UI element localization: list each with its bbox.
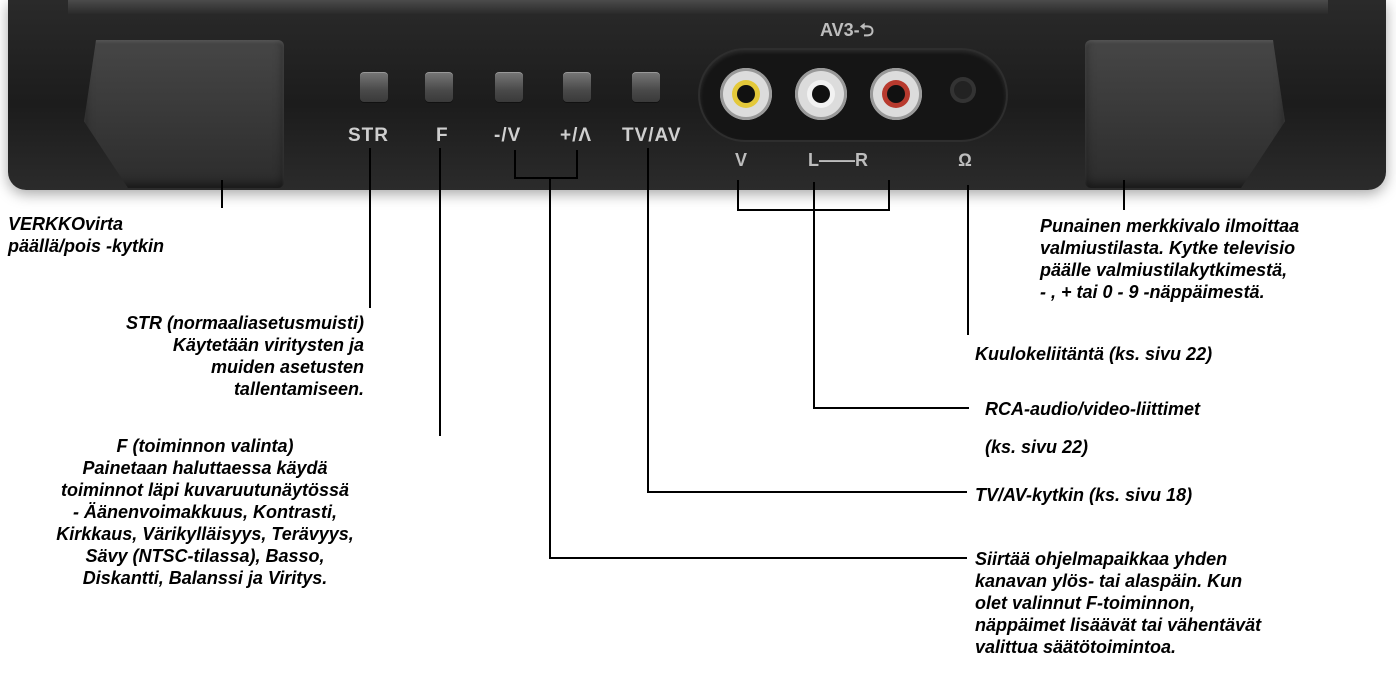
headphone-caption: Kuulokeliitäntä (ks. sivu 22) [975, 344, 1213, 364]
tvav-leader-horizontal [647, 491, 967, 493]
str-button[interactable] [360, 72, 388, 102]
f-caption: F (toiminnon valinta) Painetaan haluttae… [56, 436, 354, 588]
channel-bracket-right [576, 150, 578, 178]
tvav-button[interactable] [632, 72, 660, 102]
video-jack[interactable] [720, 68, 772, 120]
power-switch[interactable] [84, 40, 284, 188]
plus-label: +/Λ [560, 125, 593, 146]
channel-bracket-left [514, 150, 516, 178]
audio-left-jack[interactable] [795, 68, 847, 120]
rca-leader-vertical [813, 182, 815, 408]
power-leader [221, 180, 223, 208]
rca-leader-horizontal [813, 407, 969, 409]
headphone-leader [967, 185, 969, 335]
rca-caption: RCA-audio/video-liittimet [985, 399, 1200, 419]
rca-bracket-left [737, 180, 739, 210]
power-caption: VERKKOvirta päällä/pois -kytkin [8, 214, 165, 256]
minus-label: -/V [494, 125, 522, 146]
channel-leader-vertical [549, 177, 551, 558]
tvav-caption: TV/AV-kytkin (ks. sivu 18) [975, 485, 1193, 505]
av3-label: AV3-⮌ [820, 20, 875, 40]
audio-lr-label: L——R [808, 150, 868, 170]
audio-right-jack[interactable] [870, 68, 922, 120]
minus-button[interactable] [495, 72, 523, 102]
standby-indicator-housing [1085, 40, 1285, 188]
str-label: STR [348, 125, 389, 146]
panel-top-edge [68, 0, 1328, 14]
tvav-label: TV/AV [622, 125, 682, 146]
f-button[interactable] [425, 72, 453, 102]
f-leader [439, 148, 441, 436]
standby-caption: Punainen merkkivalo ilmoittaa valmiustil… [1040, 216, 1300, 302]
f-label: F [436, 125, 449, 146]
rca-caption-page: (ks. sivu 22) [985, 437, 1089, 457]
tvav-leader-vertical [647, 148, 649, 492]
channel-bracket-bottom [514, 177, 578, 179]
str-leader [369, 148, 371, 308]
headphone-jack[interactable] [950, 77, 976, 103]
standby-leader [1123, 180, 1125, 210]
channel-leader-horizontal [549, 557, 967, 559]
headphone-label: Ω [958, 150, 972, 170]
video-jack-label: V [735, 150, 748, 170]
str-caption: STR (normaaliasetusmuisti) Käytetään vir… [125, 313, 364, 399]
plus-button[interactable] [563, 72, 591, 102]
rca-bracket-right [888, 180, 890, 210]
channel-caption: Siirtää ohjelmapaikkaa yhden kanavan ylö… [975, 549, 1262, 657]
